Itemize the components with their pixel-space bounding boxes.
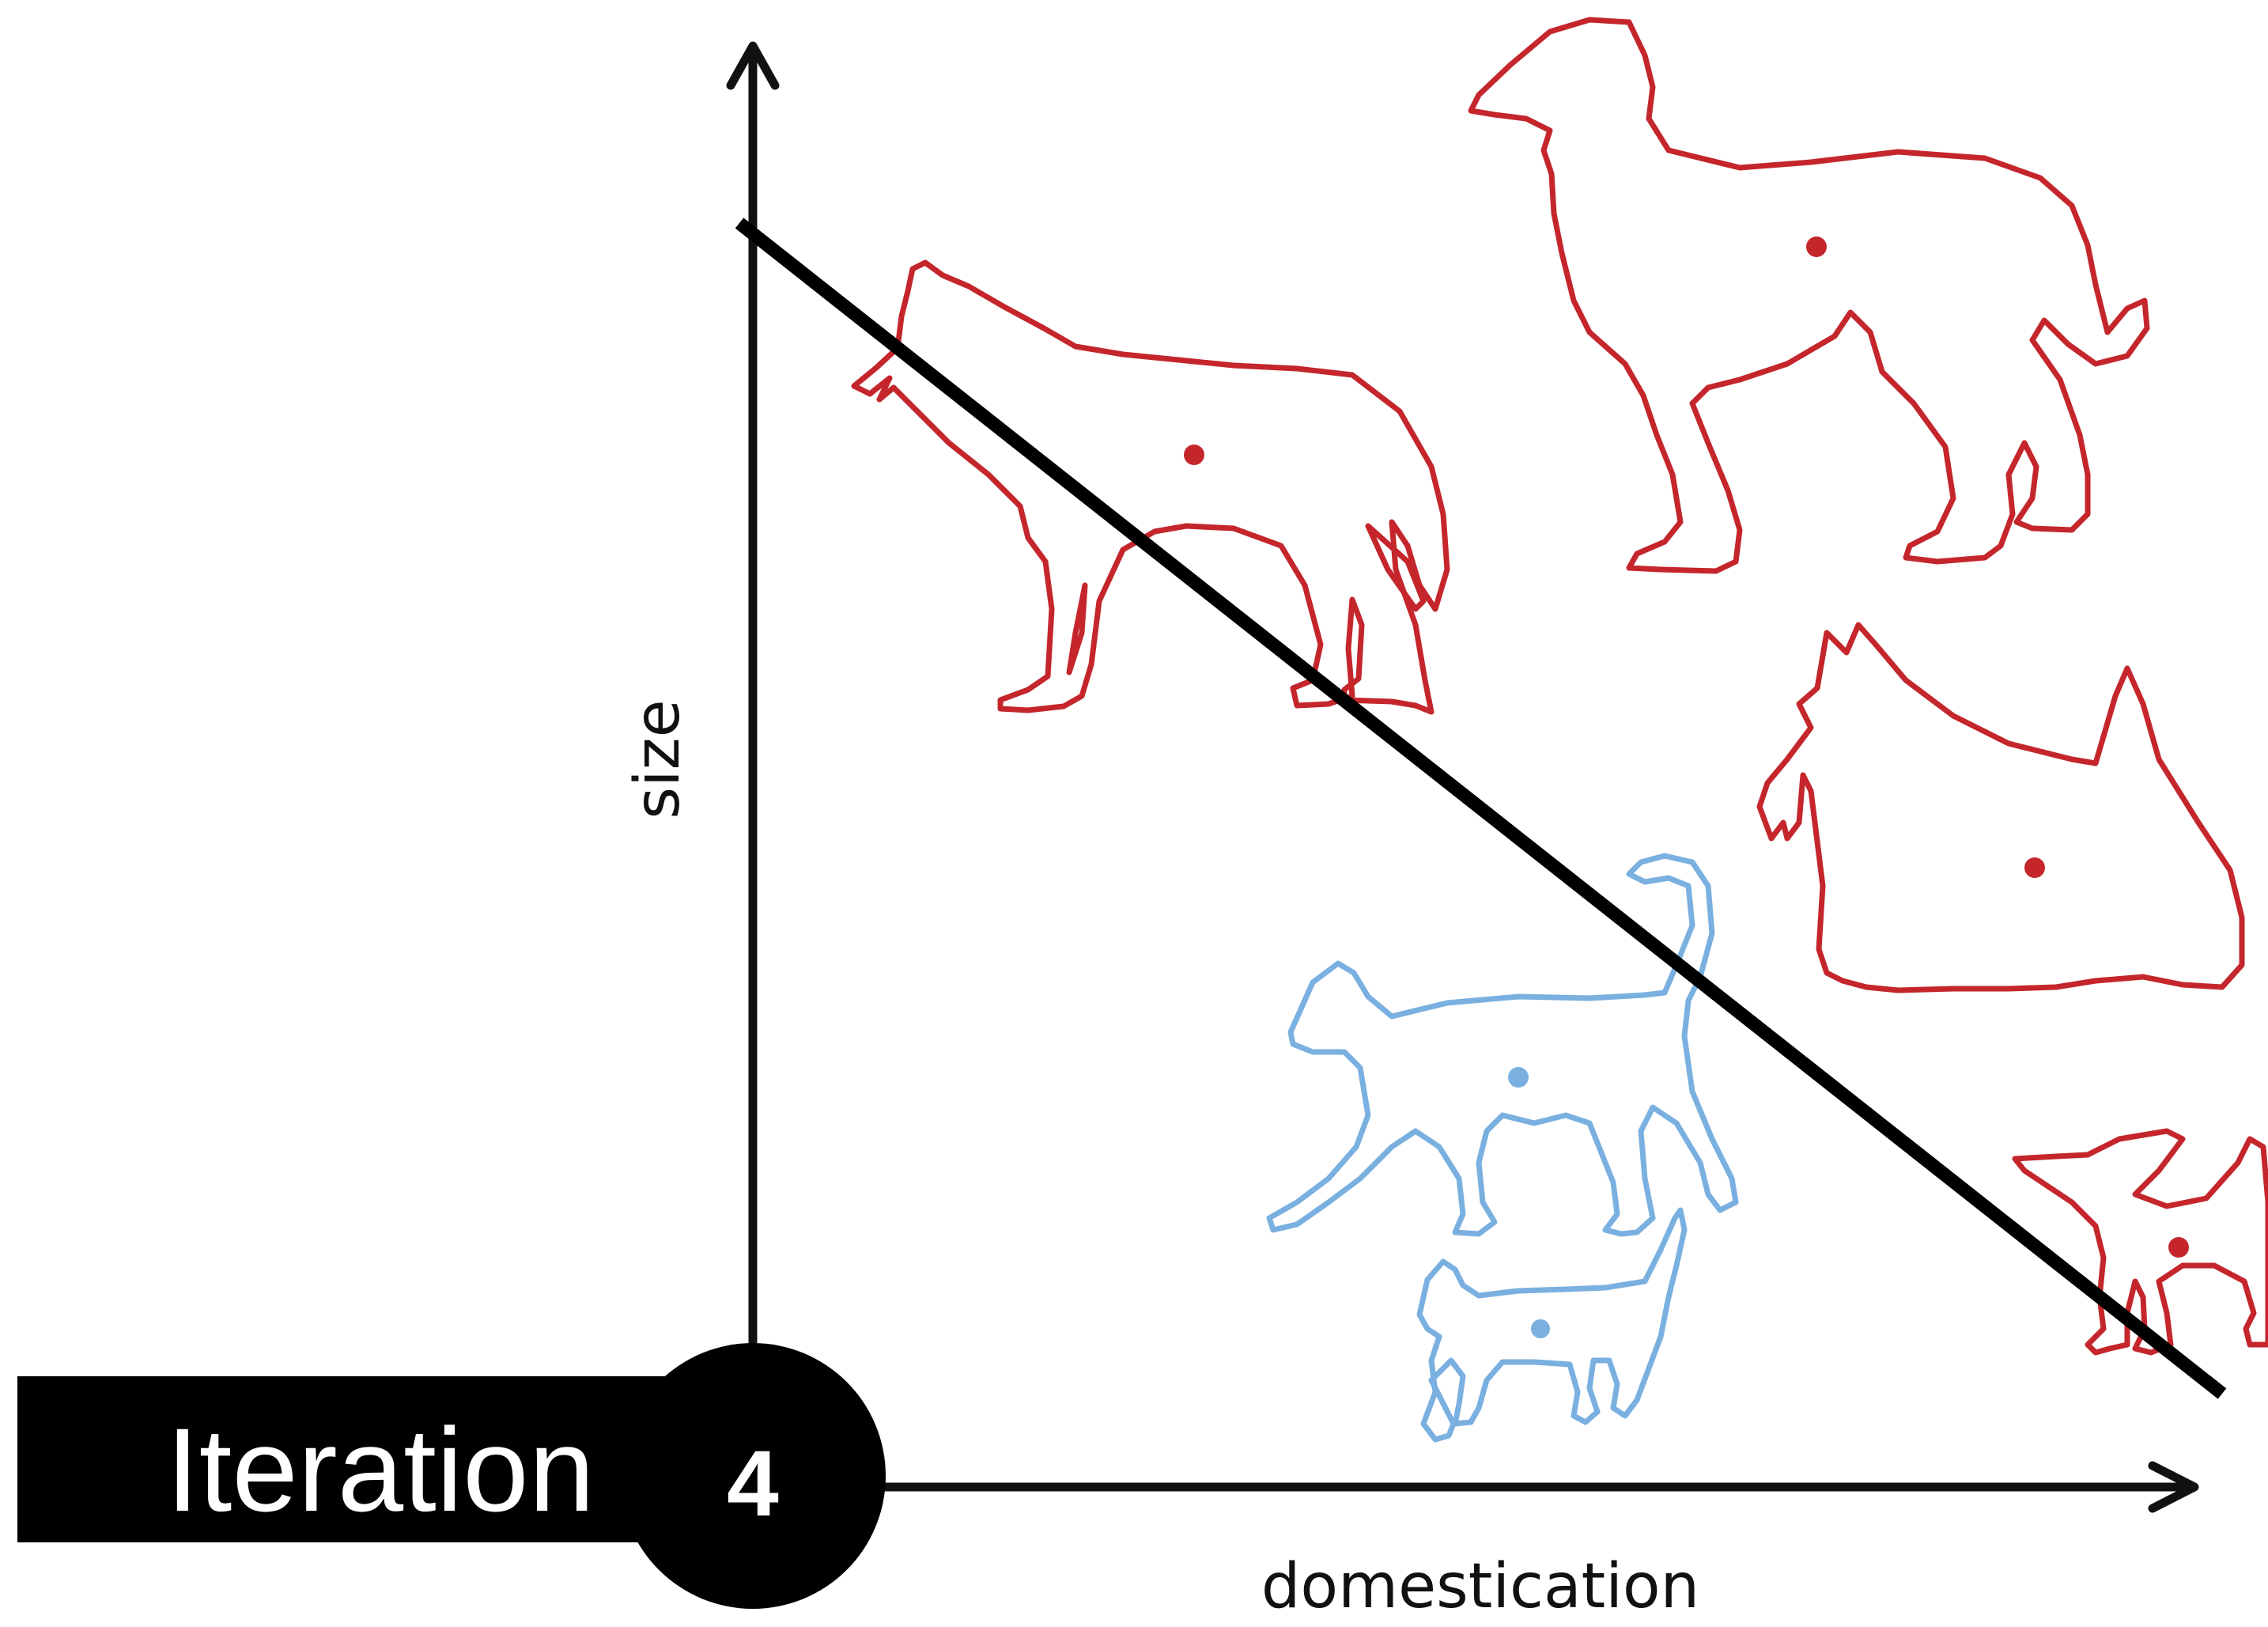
- chihuahua-icon: [2012, 1128, 2268, 1356]
- iteration-badge: Iteration 4: [17, 1343, 886, 1609]
- chihuahua-centroid: [2168, 1237, 2189, 1258]
- cat-icon: [1266, 853, 1739, 1237]
- iteration-circle: [620, 1343, 886, 1609]
- x-axis: [753, 1461, 2199, 1513]
- terrier-centroid: [2024, 857, 2045, 878]
- y-axis-label: size: [622, 699, 694, 819]
- wolf-icon: [851, 259, 1450, 715]
- y-axis: [726, 41, 780, 1360]
- x-axis-label: domestication: [1261, 1551, 1699, 1622]
- y-axis-arrowhead: [726, 41, 780, 90]
- large-dog-icon: [1468, 17, 2150, 574]
- wolf-centroid: [1184, 445, 1204, 465]
- large-dog-centroid: [1806, 236, 1827, 257]
- terrier-icon: [1756, 622, 2245, 993]
- iteration-number: 4: [727, 1432, 779, 1536]
- kitten-centroid: [1531, 1319, 1550, 1338]
- cat-centroid: [1508, 1067, 1529, 1088]
- kitten-icon: [1416, 1207, 1688, 1443]
- iteration-banner: [17, 1376, 741, 1542]
- x-axis-arrowhead: [2148, 1461, 2199, 1513]
- iteration-label: Iteration: [166, 1403, 595, 1536]
- decision-boundary-line: [735, 218, 2227, 1399]
